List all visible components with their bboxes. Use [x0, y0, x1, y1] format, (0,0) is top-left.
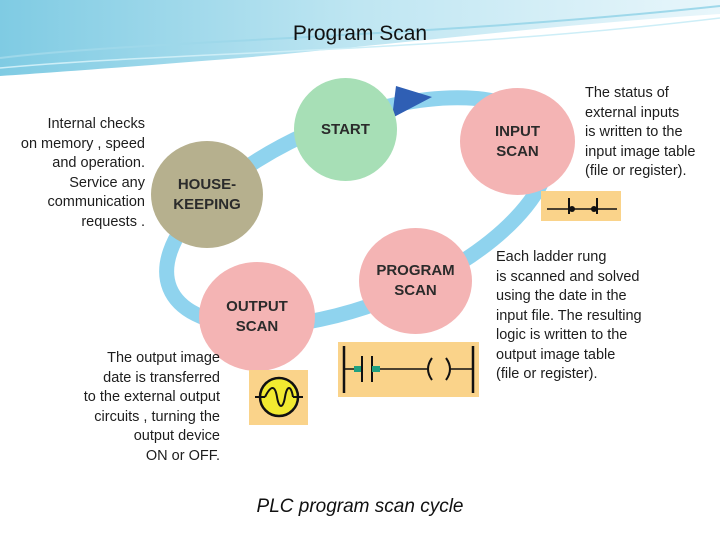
figure-caption: PLC program scan cycle: [256, 496, 464, 517]
output-scan-note: The output image date is transferred to …: [83, 350, 220, 464]
header-swoosh: [0, 0, 720, 76]
page-title: Program Scan: [292, 22, 428, 45]
program-scan-label: PROGRAM SCAN: [376, 262, 455, 299]
output-scan-label: OUTPUT SCAN: [226, 297, 288, 335]
input-scan-label: INPUT SCAN: [495, 122, 540, 160]
normally-open-contacts-icon: [541, 191, 621, 221]
housekeeping-label: HOUSE- KEEPING: [173, 175, 241, 213]
program-scan-node: PROGRAM SCAN: [359, 228, 472, 334]
start-node-label: START: [321, 120, 370, 138]
housekeeping-note: Internal checks on memory , speed and op…: [20, 116, 145, 230]
input-scan-note: The status of external inputs is written…: [585, 85, 696, 179]
input-scan-node: INPUT SCAN: [460, 88, 575, 195]
ladder-rung-icon: [338, 342, 479, 397]
output-scan-node: OUTPUT SCAN: [199, 262, 315, 371]
output-lamp-icon: [249, 370, 308, 425]
start-node: START: [294, 78, 397, 181]
housekeeping-node: HOUSE- KEEPING: [151, 141, 263, 248]
cycle-direction-arrow: [392, 86, 432, 118]
program-scan-note: Each ladder rung is scanned and solved u…: [496, 249, 642, 382]
